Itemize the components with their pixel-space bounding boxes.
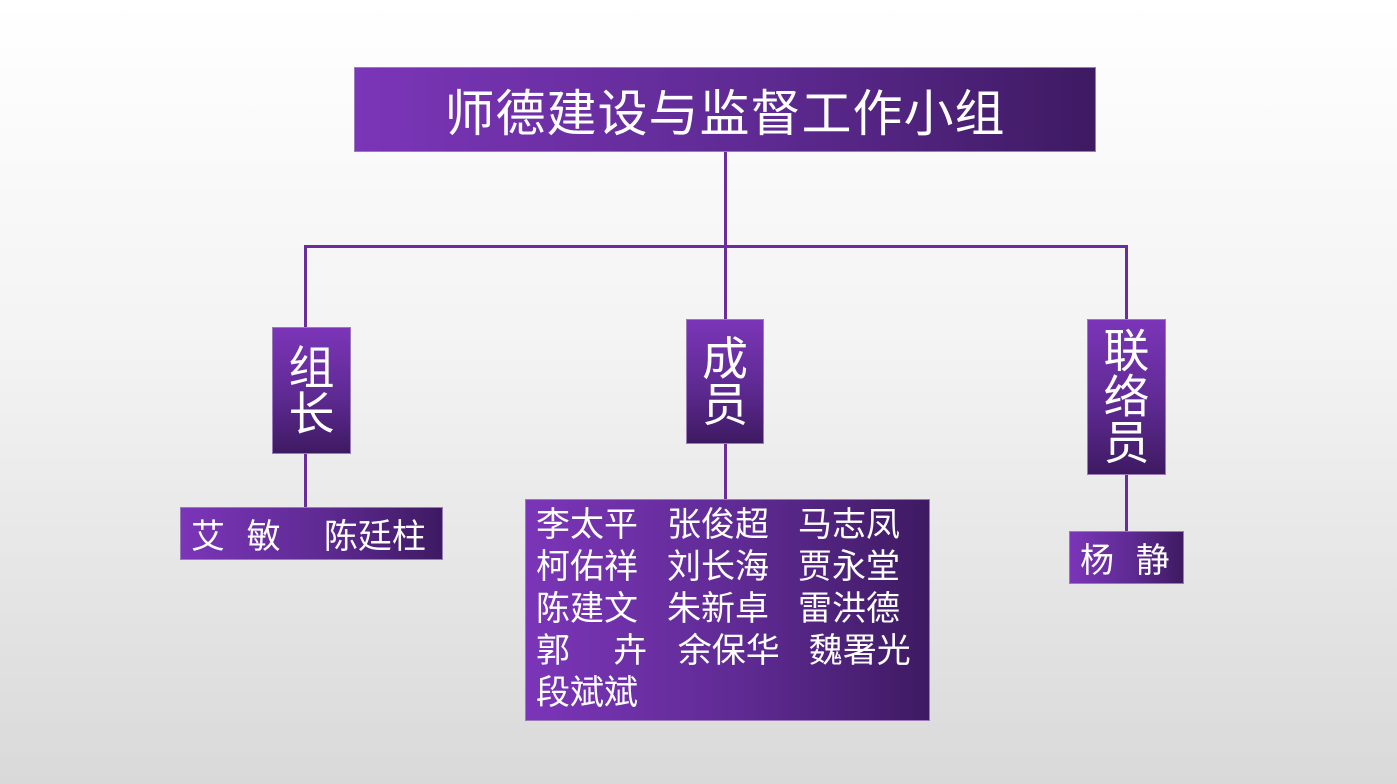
member-name: 朱新卓: [667, 589, 769, 629]
liaison-label-char: 络: [1103, 370, 1150, 424]
members-header-box: 成 员: [686, 319, 764, 444]
member-row: 陈建文 朱新卓 雷洪德: [536, 588, 929, 630]
member-row: 柯佑祥 刘长海 贾永堂: [536, 546, 929, 588]
connector-leader-names: [304, 454, 307, 508]
connector-title-down: [724, 152, 727, 247]
member-name: [798, 672, 929, 714]
members-names-box: 李太平 张俊超 马志凤 柯佑祥 刘长海 贾永堂 陈建文 朱新卓 雷洪德 郭 卉 …: [525, 499, 930, 721]
member-name: 魏署光: [798, 631, 911, 671]
title-box: 师德建设与监督工作小组: [354, 67, 1096, 152]
member-name: 雷洪德: [798, 589, 900, 629]
liaison-label-char: 联: [1103, 324, 1150, 378]
member-name: 张俊超: [667, 505, 769, 545]
member-row: 郭 卉 余保华 魏署光: [536, 630, 929, 672]
liaison-names-box: 杨 静: [1069, 531, 1184, 584]
member-name: 郭 卉: [536, 631, 648, 671]
members-label-char: 成: [702, 331, 748, 386]
liaison-names: 杨 静: [1080, 541, 1170, 581]
leader-label-char: 组: [288, 340, 335, 395]
member-name: 李太平: [536, 505, 638, 545]
member-name: 段斌斌: [536, 673, 638, 713]
member-row: 段斌斌: [536, 672, 929, 714]
members-label-char: 员: [702, 377, 748, 432]
leader-names-box: 艾 敏 陈廷柱: [180, 507, 443, 560]
connector-member-names: [724, 444, 727, 500]
liaison-header-box: 联 络 员: [1087, 319, 1166, 475]
member-name: 柯佑祥: [536, 547, 638, 587]
leader-header-box: 组 长: [272, 327, 351, 454]
org-title: 师德建设与监督工作小组: [444, 84, 1006, 143]
member-row: 李太平 张俊超 马志凤: [536, 504, 929, 546]
leader-names: 艾 敏 陈廷柱: [191, 517, 426, 557]
member-name: 陈建文: [536, 589, 638, 629]
connector-liaison-names: [1125, 475, 1128, 532]
connector-horizontal: [304, 245, 1128, 248]
member-name: 贾永堂: [798, 547, 900, 587]
connector-liaison-drop: [1125, 245, 1128, 320]
member-name: 刘长海: [667, 547, 769, 587]
member-name: [667, 672, 798, 714]
connector-member-drop: [724, 245, 727, 320]
member-name: 马志凤: [798, 505, 900, 545]
leader-label-char: 长: [288, 386, 335, 441]
liaison-label-char: 员: [1103, 416, 1150, 470]
connector-leader-drop: [304, 245, 307, 328]
member-name: 余保华: [667, 631, 780, 671]
